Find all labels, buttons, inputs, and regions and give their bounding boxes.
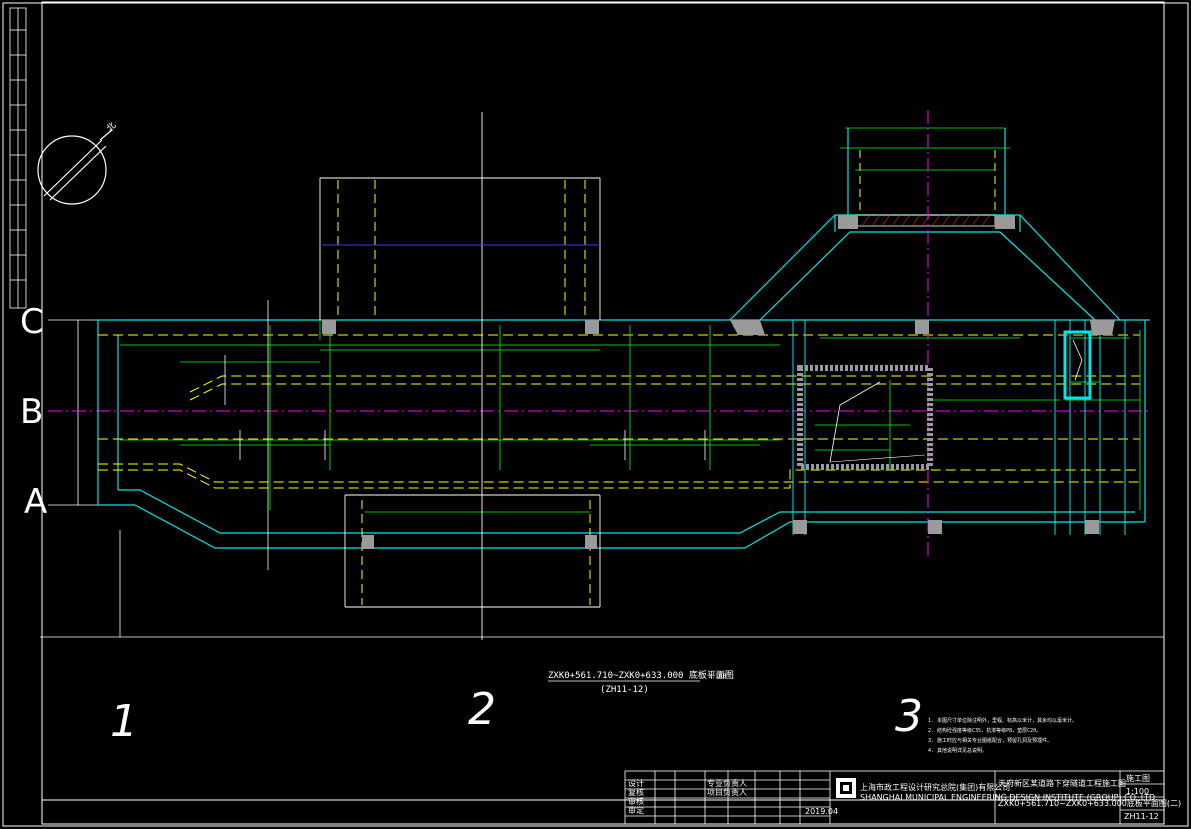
title-block-role-1: 设计 [628, 778, 644, 788]
note-4: 4. 其他说明详见总说明。 [928, 747, 987, 754]
plan-title: ZXK0+561.710~ZXK0+633.000 底板平面图 [548, 669, 734, 681]
title-block-drawing-name: ZXK0+561.710~ZXK0+633.000底板平面图(二) [998, 798, 1181, 808]
notes-block: 1. 本图尺寸单位除注明外，里程、标高以米计，其余均以毫米计。 2. 结构砼强度… [928, 717, 1077, 754]
axis-label-b: B [20, 392, 44, 432]
small-shaft [1063, 330, 1092, 400]
upper-shaft [319, 112, 601, 640]
region-number-3: 3 [895, 691, 923, 742]
plan-subtitle: (ZH11-12) [600, 685, 649, 695]
title-block-role-5: 专业负责人 [707, 778, 747, 788]
note-3: 3. 施工时应与相关专业图纸配合，预留孔洞及预埋件。 [928, 737, 1052, 744]
opening-box [797, 365, 933, 470]
title-block [624, 770, 1165, 825]
title-block-role-3: 审核 [628, 796, 644, 806]
dimension-lines [120, 127, 1141, 513]
title-block-project: 天府新区某道路下穿隧道工程施工图 [998, 778, 1126, 788]
column-blocks [322, 215, 1115, 549]
lower-shaft [344, 494, 601, 608]
note-1: 1. 本图尺寸单位除注明外，里程、标高以米计，其余均以毫米计。 [928, 717, 1077, 724]
region-number-1: 1 [110, 696, 138, 747]
title-block-date: 2019.04 [805, 807, 838, 816]
title-block-sheet-no: ZH11-12 [1124, 812, 1159, 821]
title-block-role-4: 审定 [628, 805, 644, 815]
note-2: 2. 结构砼强度等级C35，抗渗等级P8，垫层C20。 [928, 727, 1041, 734]
title-block-phase: 施工图 [1126, 773, 1150, 783]
company-logo-icon [836, 778, 856, 798]
corridor-outline [97, 319, 1146, 549]
axis-label-c: C [20, 302, 44, 342]
title-block-role-2: 复核 [628, 787, 644, 797]
north-mark: 北 [104, 120, 118, 134]
title-block-company-en: SHANGHAI MUNICIPAL ENGINEERING DESIGN IN… [860, 793, 1158, 802]
title-block-company: 上海市政工程设计研究总院(集团)有限公司 [860, 782, 1010, 792]
axis-label-a: A [24, 482, 48, 522]
north-compass-icon [37, 129, 113, 205]
axis-lines [48, 319, 1150, 506]
title-block-scale: 1:100 [1126, 787, 1149, 796]
title-block-role-6: 项目负责人 [707, 787, 747, 797]
diagonal-arms [729, 128, 1121, 321]
plan-scale: 1:100 [708, 673, 726, 680]
margin-strip [9, 7, 27, 309]
plan-linework [40, 110, 1164, 640]
region-number-2: 2 [468, 684, 496, 735]
